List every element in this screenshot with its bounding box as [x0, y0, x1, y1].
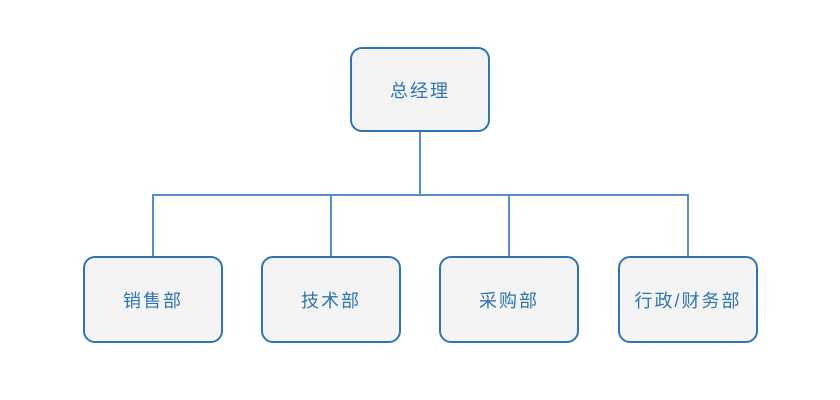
node-tech-dept: 技术部: [261, 256, 401, 343]
node-label: 技术部: [301, 290, 361, 311]
connector-horizontal-bar: [152, 194, 689, 196]
node-admin-finance-dept: 行政/财务部: [618, 256, 758, 343]
node-label: 采购部: [479, 290, 539, 311]
connector-drop-sales: [152, 194, 154, 256]
connector-root-stem: [419, 132, 421, 195]
node-sales-dept: 销售部: [83, 256, 223, 343]
connector-drop-procurement: [508, 194, 510, 256]
node-label: 总经理: [390, 80, 450, 101]
connector-drop-admin-finance: [687, 194, 689, 256]
node-label: 行政/财务部: [634, 290, 742, 311]
connector-drop-tech: [330, 194, 332, 256]
node-label: 销售部: [123, 290, 183, 311]
node-general-manager: 总经理: [350, 47, 490, 132]
node-procurement-dept: 采购部: [439, 256, 579, 343]
